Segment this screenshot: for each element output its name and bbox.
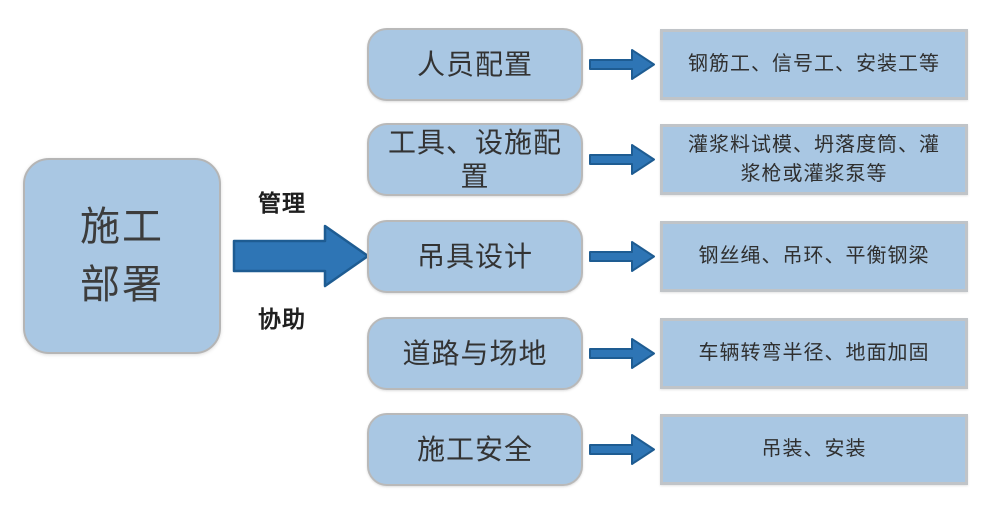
- root-box-construction-deployment: 施工 部署: [23, 158, 221, 354]
- flow-arrow-icon: [589, 49, 655, 80]
- category-label: 道路与场地: [402, 337, 548, 369]
- detail-box-road-site: 车辆转弯半径、地面加固: [660, 318, 968, 389]
- main-arrow-top-label: 管理: [258, 190, 306, 216]
- main-arrow-icon: [232, 224, 370, 288]
- category-box-personnel: 人员配置: [367, 28, 583, 101]
- category-box-tools-facilities: 工具、设施配置: [367, 123, 583, 196]
- root-box-label: 施工 部署: [80, 205, 164, 307]
- category-label: 施工安全: [416, 433, 533, 465]
- category-label: 工具、设施配置: [387, 126, 562, 192]
- flow-row-road-site: 道路与场地 车辆转弯半径、地面加固: [0, 317, 983, 390]
- detail-label: 车辆转弯半径、地面加固: [698, 342, 930, 364]
- flow-arrow-icon: [589, 144, 655, 175]
- detail-box-rigging-design: 钢丝绳、吊环、平衡钢梁: [660, 221, 968, 292]
- detail-label: 灌浆料试模、坍落度筒、灌浆枪或灌浆泵等: [688, 133, 940, 185]
- flow-arrow-icon: [589, 338, 655, 369]
- flow-row-construction-safety: 施工安全 吊装、安装: [0, 413, 983, 486]
- detail-box-personnel: 钢筋工、信号工、安装工等: [660, 29, 968, 100]
- category-label: 人员配置: [416, 48, 533, 80]
- detail-label: 钢筋工、信号工、安装工等: [688, 53, 940, 75]
- category-label: 吊具设计: [416, 240, 533, 272]
- flow-row-tools-facilities: 工具、设施配置 灌浆料试模、坍落度筒、灌浆枪或灌浆泵等: [0, 123, 983, 196]
- category-box-road-site: 道路与场地: [367, 317, 583, 390]
- flow-row-personnel: 人员配置 钢筋工、信号工、安装工等: [0, 28, 983, 101]
- detail-box-tools-facilities: 灌浆料试模、坍落度筒、灌浆枪或灌浆泵等: [660, 124, 968, 195]
- flow-arrow-icon: [589, 434, 655, 465]
- flow-row-rigging-design: 吊具设计 钢丝绳、吊环、平衡钢梁: [0, 220, 983, 293]
- detail-box-construction-safety: 吊装、安装: [660, 414, 968, 485]
- category-box-construction-safety: 施工安全: [367, 413, 583, 486]
- detail-label: 吊装、安装: [761, 438, 867, 460]
- detail-label: 钢丝绳、吊环、平衡钢梁: [698, 245, 930, 267]
- category-box-rigging-design: 吊具设计: [367, 220, 583, 293]
- main-arrow-bottom-label: 协助: [258, 306, 306, 332]
- flow-arrow-icon: [589, 241, 655, 272]
